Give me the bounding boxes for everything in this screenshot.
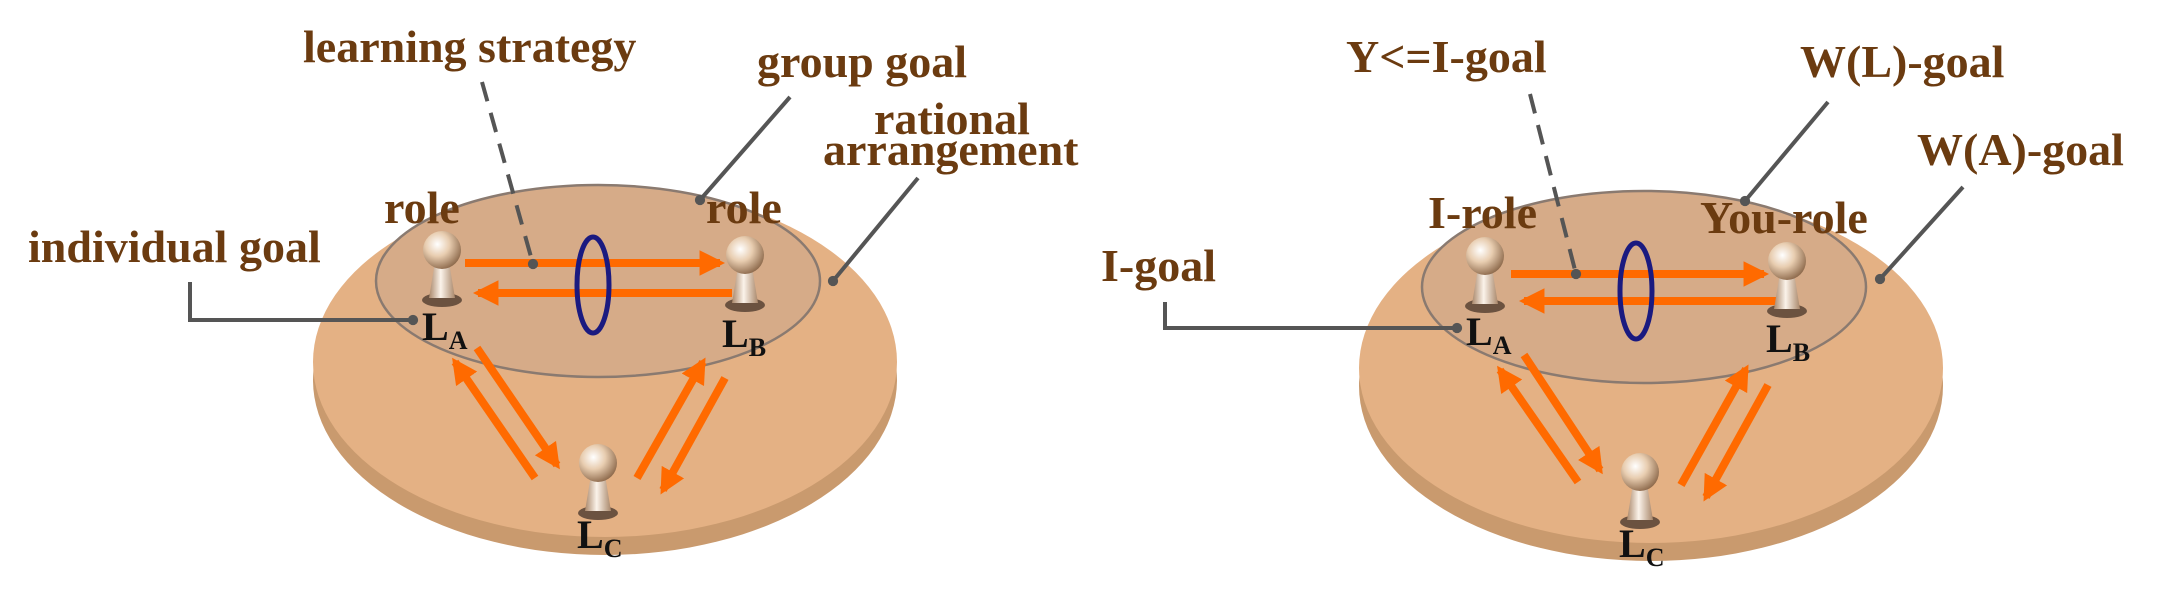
node-c-label: LC [1619, 521, 1664, 572]
pawn-a [1465, 237, 1505, 313]
i-role-label: I-role [1428, 187, 1537, 238]
pawn-c [1620, 453, 1660, 529]
pawn-c [578, 444, 618, 520]
group-ellipse [1420, 189, 1868, 385]
arrow-c-to-b [633, 357, 707, 480]
rational-label: rational [874, 93, 1030, 144]
node-c-label: LC [577, 512, 622, 563]
arrangement-label: arrangement [823, 124, 1079, 175]
pawn-a [422, 231, 462, 307]
leader-rational-arrangement [827, 176, 920, 287]
arrow-b-to-c [1702, 383, 1772, 502]
arrow-b-to-c [659, 376, 729, 495]
node-a-label: LA [1466, 309, 1512, 360]
i-goal-label: I-goal [1101, 240, 1216, 291]
you-role-label: You-role [1700, 192, 1868, 243]
pawn-b [1767, 242, 1807, 318]
leader-wa-goal [1874, 185, 1965, 285]
leader-i-goal [1163, 302, 1463, 334]
learning-strategy-label: learning strategy [303, 21, 636, 72]
group-goal-label: group goal [757, 36, 967, 87]
wl-goal-label: W(L)-goal [1800, 36, 2004, 87]
arrow-a-to-c [473, 345, 561, 470]
group-ellipse [374, 183, 822, 379]
leader-individual-goal [188, 282, 419, 326]
arrow-c-to-a [1496, 365, 1582, 485]
pawn-b [725, 236, 765, 312]
arrow-c-to-b [1677, 364, 1750, 487]
leader-wl-goal [1739, 100, 1830, 207]
strategy-ring [1617, 240, 1655, 342]
arrow-a-to-c [1520, 352, 1604, 475]
leader-group-goal [694, 95, 792, 206]
node-b-label: LB [722, 311, 766, 362]
right-diagram: Y<=I-goal W(L)-goal W(A)-goal I-role You… [1101, 31, 2124, 572]
role-b-label: role [706, 182, 782, 233]
node-b-label: LB [1766, 316, 1810, 367]
arrow-c-to-a [451, 357, 539, 481]
node-a-label: LA [422, 304, 468, 355]
y-goal-label: Y<=I-goal [1346, 31, 1547, 82]
strategy-ring [574, 234, 612, 336]
individual-goal-label: individual goal [28, 221, 321, 272]
left-diagram: learning strategy group goal rational ar… [28, 21, 1079, 563]
role-a-label: role [384, 182, 460, 233]
wa-goal-label: W(A)-goal [1917, 124, 2124, 175]
